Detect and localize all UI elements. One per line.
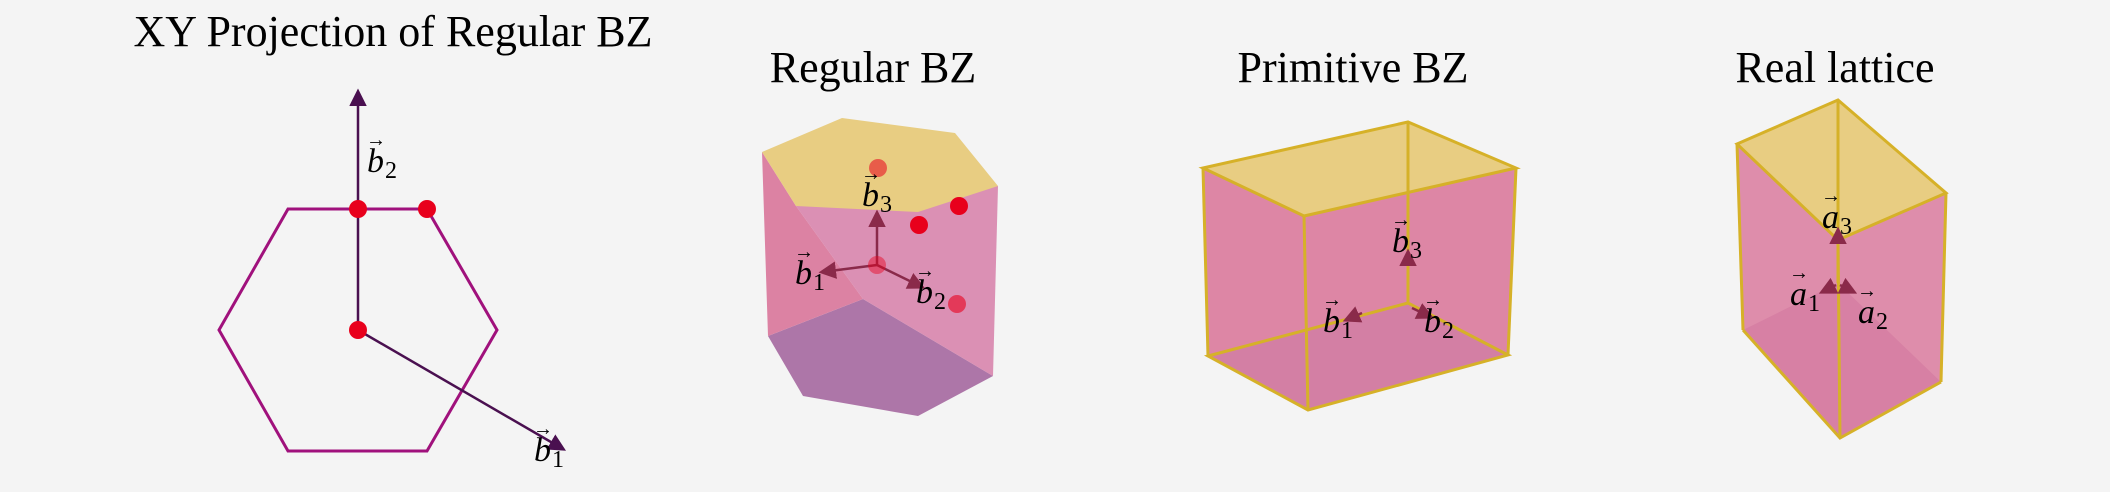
regular-bz-panel: b 1 → b 2 → b 3 →: [762, 118, 998, 416]
panel-title-real-lattice: Real lattice: [1735, 43, 1935, 92]
b2-arrow: [876, 263, 926, 289]
svg-text:3: 3: [880, 192, 892, 218]
vector-label-a2: a 2 →: [1857, 280, 1888, 335]
svg-text:→: →: [915, 260, 935, 282]
svg-text:a: a: [1822, 199, 1839, 236]
svg-text:1: 1: [813, 270, 825, 296]
primitive-bz-front-face: [1304, 168, 1516, 410]
real-lattice-edges: [1734, 98, 1949, 440]
real-lattice-panel: a 1 → a 2 → a 3 →: [1734, 98, 1949, 440]
regular-bz-side-face-front: [796, 186, 998, 376]
k-point-gamma-3d: [868, 256, 886, 274]
svg-text:2: 2: [934, 289, 946, 315]
svg-text:1: 1: [1341, 318, 1353, 344]
vector-label-b2: b 2 →: [366, 129, 397, 184]
svg-text:→: →: [533, 418, 553, 440]
real-lattice-right-face: [1838, 193, 1946, 438]
svg-text:2: 2: [1442, 318, 1454, 344]
vector-label-a1: a 1 →: [1789, 262, 1820, 317]
panel-title-regular-bz: Regular BZ: [769, 43, 977, 92]
svg-text:b: b: [795, 255, 812, 292]
b2-arrow: [1411, 303, 1435, 319]
svg-text:→: →: [366, 129, 386, 151]
svg-text:2: 2: [1876, 309, 1888, 335]
b1-arrow: [1342, 306, 1363, 323]
b1-axis-arrow: [357, 328, 567, 451]
real-lattice-top-face: [1737, 100, 1946, 240]
svg-text:→: →: [861, 163, 881, 185]
vector-label-b1: b 1 →: [794, 241, 825, 296]
svg-text:→: →: [1391, 209, 1411, 231]
svg-text:→: →: [1322, 289, 1342, 311]
panel-title-primitive-bz: Primitive BZ: [1237, 43, 1469, 92]
vector-label-b1: b 1 →: [533, 418, 564, 473]
svg-text:b: b: [1323, 303, 1340, 340]
a1-arrow: [1818, 277, 1839, 294]
primitive-bz-edges: [1198, 120, 1521, 412]
svg-text:→: →: [1821, 185, 1841, 207]
vector-label-b3: b 3 →: [1391, 209, 1422, 264]
svg-text:a: a: [1790, 276, 1807, 313]
svg-text:b: b: [367, 143, 384, 180]
svg-text:b: b: [534, 432, 551, 469]
k-point-k-3d: [948, 295, 966, 313]
vector-label-b3: b 3 →: [861, 163, 892, 218]
k-point-gamma: [349, 321, 367, 339]
svg-text:→: →: [1857, 280, 1877, 302]
k-point-a: [869, 159, 887, 177]
svg-text:→: →: [794, 241, 814, 263]
svg-text:1: 1: [1808, 291, 1820, 317]
panel-title-projection: XY Projection of Regular BZ: [133, 7, 653, 56]
k-point-m: [349, 200, 367, 218]
a2-arrow: [1837, 277, 1858, 294]
svg-text:3: 3: [1410, 238, 1422, 264]
regular-bz-bottom-face: [768, 299, 993, 416]
b1-arrow: [818, 261, 878, 279]
primitive-bz-panel: b 1 → b 2 → b 3 →: [1198, 120, 1521, 412]
projection-panel: b 2 → b 1 →: [217, 88, 567, 473]
k-point-l: [910, 216, 928, 234]
svg-text:3: 3: [1840, 214, 1852, 240]
svg-text:1: 1: [552, 447, 564, 473]
k-point-h: [950, 197, 968, 215]
svg-text:→: →: [1423, 289, 1443, 311]
vector-label-b1: b 1 →: [1322, 289, 1353, 344]
svg-text:b: b: [862, 177, 879, 214]
hexagon-outline: [217, 207, 499, 453]
svg-text:b: b: [1392, 223, 1409, 260]
vector-label-a3: a 3 →: [1821, 185, 1852, 240]
vector-label-b2: b 2 →: [1423, 289, 1454, 344]
regular-bz-side-face-left: [762, 152, 863, 336]
vector-label-b2: b 2 →: [915, 260, 946, 315]
k-point-k: [418, 200, 436, 218]
primitive-bz-top-face: [1203, 122, 1516, 216]
svg-text:a: a: [1858, 294, 1875, 331]
svg-text:b: b: [916, 274, 933, 311]
svg-text:→: →: [1789, 262, 1809, 284]
svg-text:b: b: [1424, 303, 1441, 340]
svg-text:2: 2: [385, 158, 397, 184]
